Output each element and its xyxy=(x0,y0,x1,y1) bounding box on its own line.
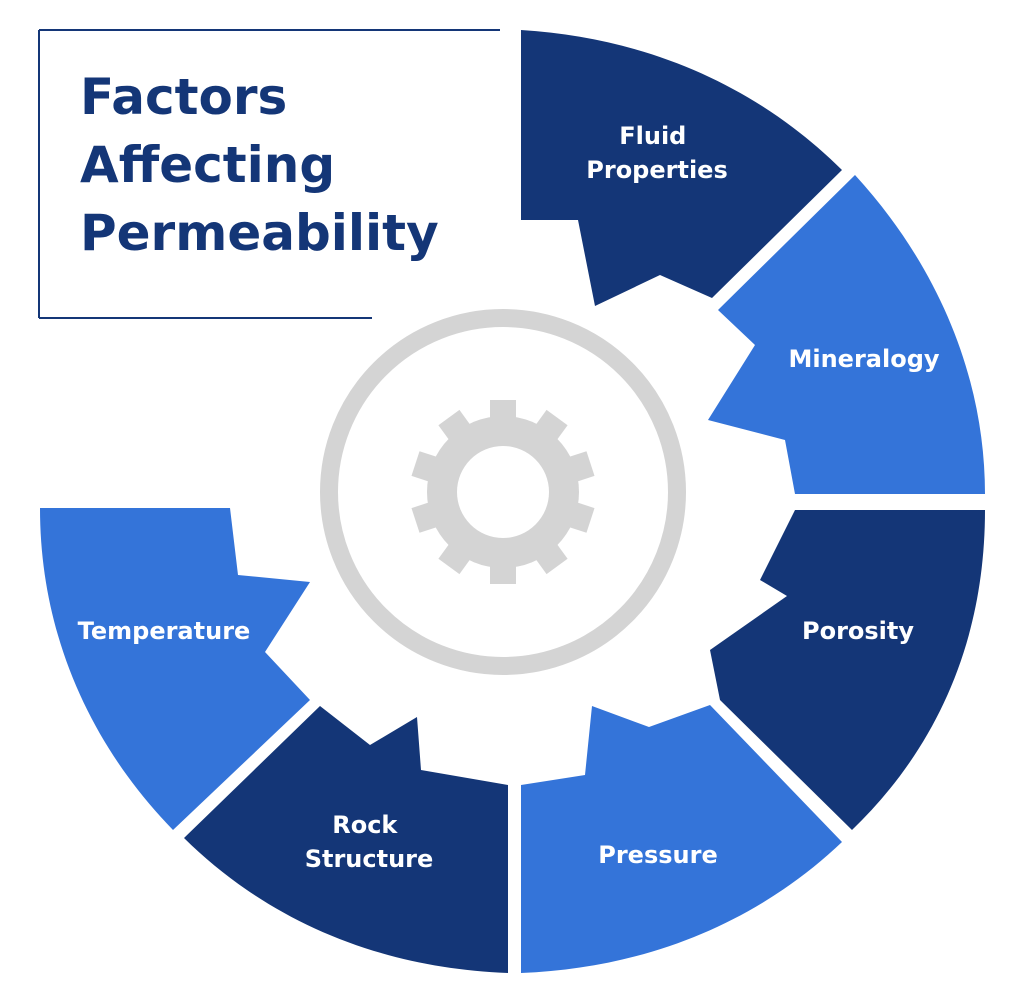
segment-temperature xyxy=(40,508,310,830)
label-temperature: Temperature xyxy=(78,617,251,645)
title-line-3: Permeability xyxy=(80,204,439,262)
center-graphic xyxy=(320,309,686,675)
segment-pressure xyxy=(521,705,842,973)
segments-layer xyxy=(40,30,985,973)
gear-tooth xyxy=(438,539,474,575)
center-ring xyxy=(320,309,686,675)
label-pressure: Pressure xyxy=(598,841,717,869)
gear-icon xyxy=(411,400,595,584)
label-porosity: Porosity xyxy=(802,617,914,645)
gear-tooth xyxy=(438,409,474,445)
label-fluid-properties: Fluid Properties xyxy=(586,122,727,184)
label-rock-structure: Rock Structure xyxy=(305,811,434,873)
title-line-2: Affecting xyxy=(80,136,336,194)
title-frame xyxy=(38,29,500,319)
title-line-1: Factors xyxy=(80,68,288,126)
segment-labels: Fluid Properties Mineralogy Porosity Pre… xyxy=(78,122,940,873)
segment-rock-structure xyxy=(184,706,508,973)
gear-tooth xyxy=(532,409,568,445)
gear-tooth xyxy=(532,539,568,575)
segment-porosity xyxy=(710,510,985,830)
segment-mineralogy xyxy=(708,175,985,494)
label-mineralogy: Mineralogy xyxy=(788,345,939,373)
segment-fluid-properties xyxy=(521,30,842,306)
